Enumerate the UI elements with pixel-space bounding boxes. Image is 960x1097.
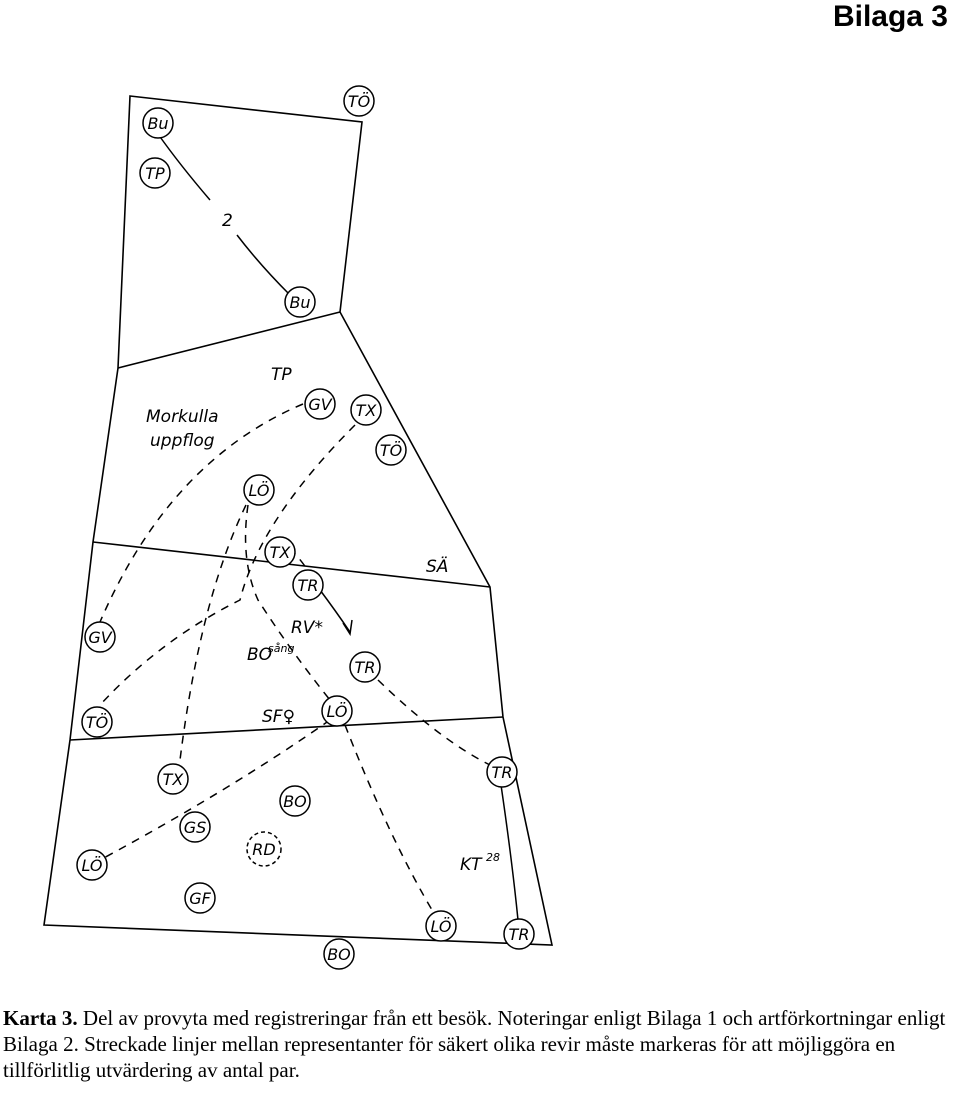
svg-text:TR: TR [492,763,513,782]
dash-tr-tr [377,679,491,766]
label-kt: KT [460,855,483,875]
svg-text:GS: GS [184,818,207,837]
svg-text:LÖ: LÖ [248,481,269,500]
survey-map: TÖ Bu TP Bu GV TX TÖ LÖ TX TR GV TR TÖ L… [43,85,553,970]
mark-tr-3: TR [486,756,518,788]
route-count-label: 2 [222,211,233,231]
svg-text:TÖ: TÖ [86,713,108,732]
mark-to-2: TÖ [375,434,407,466]
svg-text:GV: GV [88,628,112,647]
mark-bo-1: BO [279,785,311,817]
map-caption: Karta 3. Del av provyta med registrering… [3,1005,958,1083]
mark-tx-2: TX [264,536,296,568]
mark-tr-2: TR [349,651,381,683]
dash-gv-gv [99,403,304,623]
svg-text:BO: BO [283,792,307,811]
svg-text:GF: GF [189,889,211,908]
mark-tx-1: TX [350,394,382,426]
svg-text:TÖ: TÖ [380,441,402,460]
svg-text:TR: TR [355,658,376,677]
mark-tp-1: TP [139,157,171,189]
label-bo-sang: BO [247,645,272,665]
caption-text: Del av provyta med registreringar från e… [3,1006,946,1082]
svg-text:TX: TX [356,401,378,420]
mark-tx-3: TX [157,763,189,795]
svg-text:LÖ: LÖ [326,702,347,721]
mark-gf: GF [184,882,216,914]
caption-label: Karta 3. [3,1006,78,1030]
label-kt-sup: 28 [486,851,500,864]
label-uppflog: uppflog [150,431,215,451]
dash-lo-lo-3 [344,724,436,916]
dash-lo-lo-2 [99,719,331,861]
plot-boundary [43,95,553,946]
mark-gs: GS [179,811,211,843]
mark-lo-3: LÖ [76,849,108,881]
svg-text:LÖ: LÖ [81,856,102,875]
svg-text:TX: TX [163,770,185,789]
route-bu-bu [157,133,291,296]
mark-to-top: TÖ [343,85,375,117]
dash-tx-to [99,424,356,706]
mark-tr-1: TR [292,569,324,601]
svg-text:Bu: Bu [289,293,310,312]
circled-marks: TÖ Bu TP Bu GV TX TÖ LÖ TX TR GV TR TÖ L… [76,85,535,970]
svg-text:Bu: Bu [147,114,168,133]
svg-text:TR: TR [509,925,530,944]
free-labels: 2 TP Morkulla uppflog SÄ RV* BO sång SF♀… [146,211,500,875]
mark-to-3: TÖ [81,706,113,738]
route-tr-tr [319,589,351,633]
mark-gv-2: GV [84,621,116,653]
svg-text:RD: RD [252,840,275,859]
arrow-head [342,619,353,637]
boundary-outline [43,95,553,946]
section-line-2 [92,541,491,588]
dash-lo-lo [244,504,331,701]
svg-text:GV: GV [308,395,332,414]
section-line-3 [69,716,504,741]
svg-text:TP: TP [145,164,165,183]
mark-bu-2: Bu [284,286,316,318]
label-tp: TP [271,365,292,385]
mark-bo-2: BO [323,938,355,970]
svg-text:BO: BO [327,945,351,964]
label-bo-sang-sup: sång [268,642,294,655]
page-title: Bilaga 3 [832,0,948,33]
label-morkulla: Morkulla [146,407,219,427]
svg-text:TR: TR [298,576,319,595]
mark-lo-2: LÖ [321,695,353,727]
section-line-1 [117,311,341,369]
dashed-routes [99,403,491,916]
label-rv: RV* [291,618,323,638]
mark-rd: RD [246,831,282,867]
label-sa: SÄ [426,556,448,577]
mark-bu-1: Bu [142,107,174,139]
dash-lo-tx [179,504,247,761]
route-tr-tr-2 [500,784,519,921]
mark-tr-4: TR [503,918,535,950]
solid-routes [157,133,519,921]
mark-lo-1: LÖ [243,474,275,506]
svg-text:LÖ: LÖ [430,917,451,936]
label-sf: SF♀ [262,707,295,727]
svg-text:TÖ: TÖ [348,92,370,111]
mark-gv-1: GV [304,388,336,420]
mark-lo-4: LÖ [425,910,457,942]
svg-text:TX: TX [270,543,292,562]
